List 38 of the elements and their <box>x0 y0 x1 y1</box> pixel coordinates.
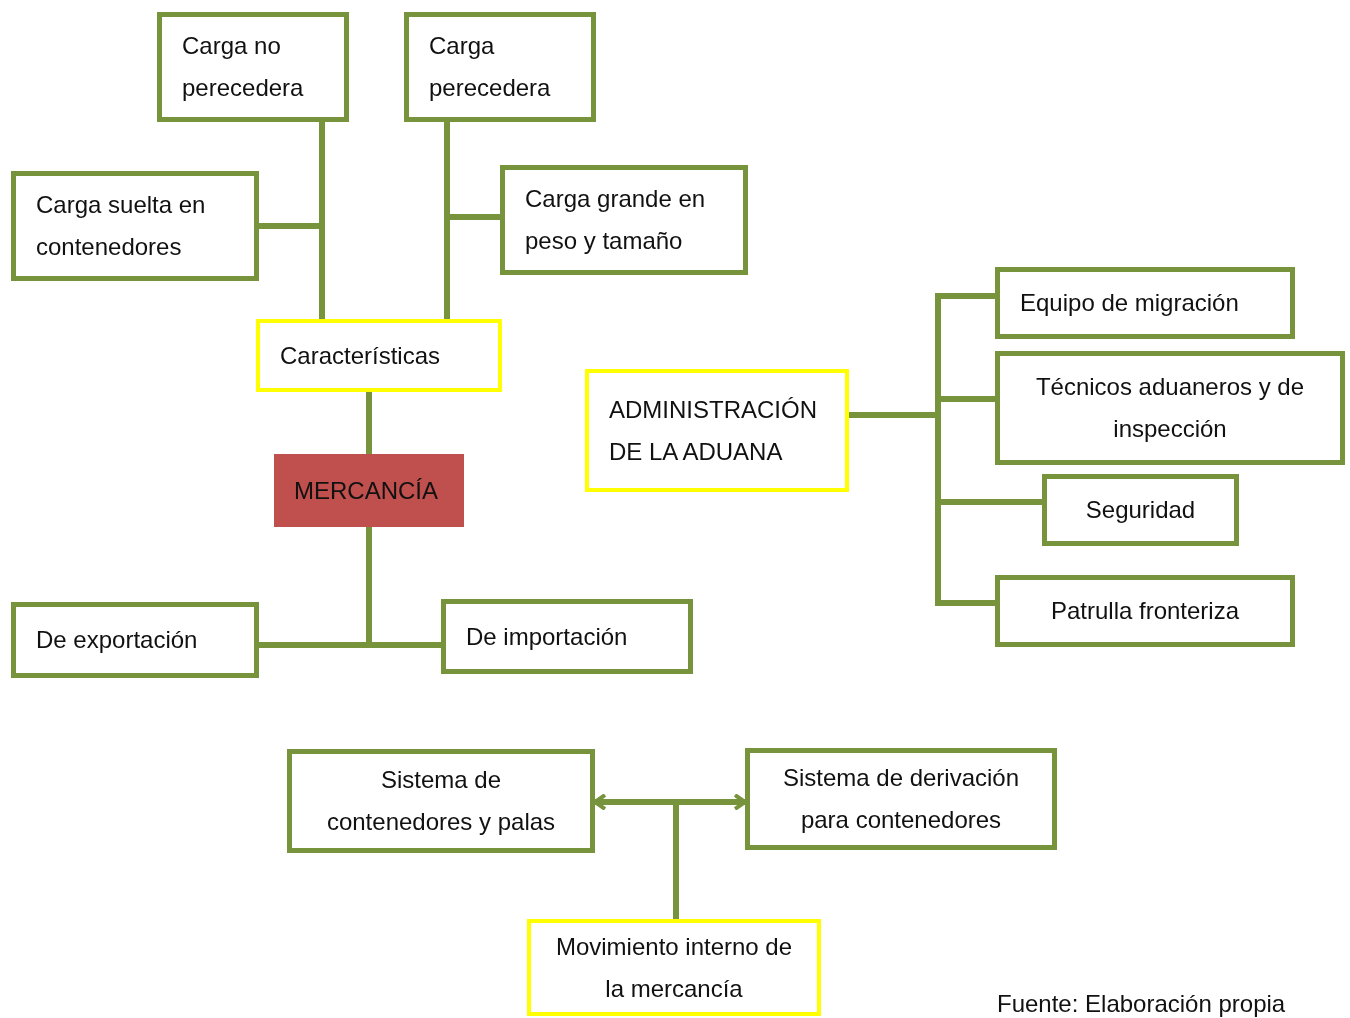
concept-box <box>585 369 849 492</box>
node-text: Movimiento interno de la mercancía <box>554 931 794 1004</box>
node-text: De exportación <box>36 625 199 655</box>
concept-box <box>1042 474 1239 546</box>
concept-box <box>995 351 1345 465</box>
node-text: ADMINISTRACIÓN DE LA ADUANA <box>609 394 818 467</box>
concept-box <box>500 165 748 275</box>
node-text: Características <box>280 340 442 371</box>
concept-box <box>11 171 259 281</box>
node-text: Equipo de migración <box>1020 288 1240 318</box>
concept-box <box>441 599 693 674</box>
connector-line <box>444 214 500 319</box>
concept-box <box>287 749 595 853</box>
connector-line <box>259 223 325 319</box>
node-text: De importación <box>466 621 629 652</box>
main-topic-box <box>274 454 464 527</box>
node-text: Carga suelta en contenedores <box>36 190 207 262</box>
node-text: Carga perecedera <box>429 31 552 103</box>
node-text: Patrulla fronteriza <box>1049 596 1241 626</box>
node-text: Técnicos aduaneros y de inspección <box>1034 372 1306 444</box>
concept-box <box>404 12 596 122</box>
node-text: MERCANCÍA <box>294 475 439 506</box>
node-text: Sistema de derivación para contenedores <box>781 763 1021 835</box>
concept-box <box>527 919 821 1016</box>
arrow <box>673 793 747 919</box>
node-text: Carga grande en peso y tamaño <box>525 184 707 256</box>
node-text: Carga no perecedera <box>182 31 305 103</box>
concept-box <box>256 319 502 392</box>
concept-box <box>995 575 1295 647</box>
concept-box <box>157 12 349 122</box>
concept-box <box>11 602 259 678</box>
node-text: Sistema de contenedores y palas <box>325 765 557 837</box>
connector-line <box>366 527 441 648</box>
concept-box <box>995 267 1295 339</box>
connector-line <box>366 392 372 454</box>
concept-box <box>745 748 1057 850</box>
source-note: Fuente: Elaboración propia <box>997 990 1286 1018</box>
node-text: Seguridad <box>1084 495 1197 525</box>
